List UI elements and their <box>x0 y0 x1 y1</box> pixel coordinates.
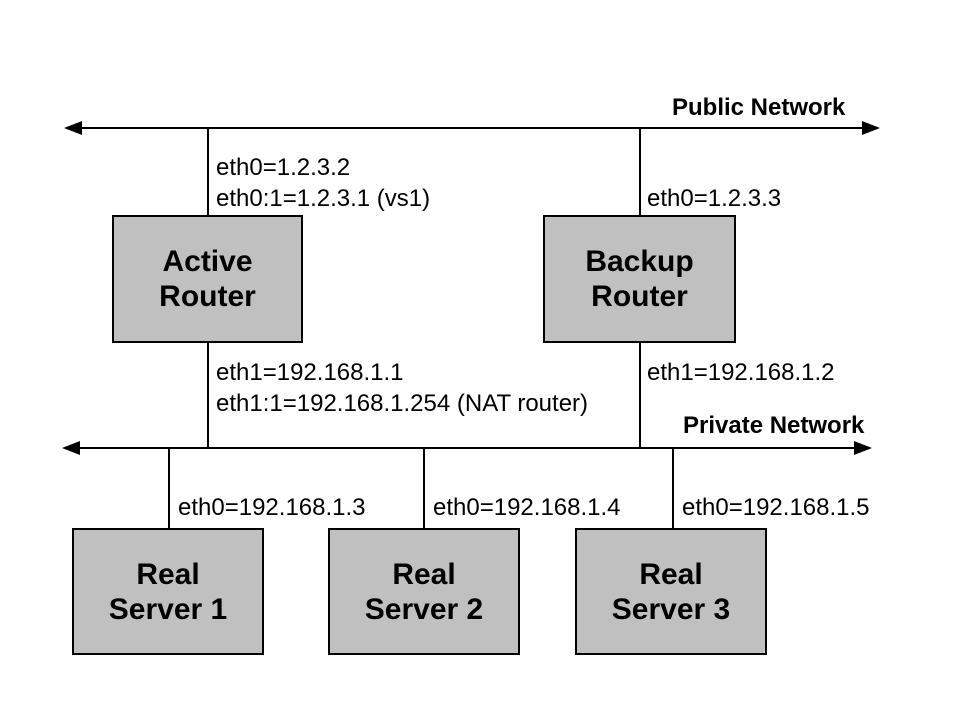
connector-real-server-1 <box>168 448 170 528</box>
arrow-left-icon <box>64 121 82 135</box>
node-real-server-3: Real Server 3 <box>575 528 767 655</box>
public-network-label: Public Network <box>672 94 846 121</box>
arrow-right-icon <box>854 441 872 455</box>
arrow-right-icon <box>862 121 880 135</box>
arrow-left-icon <box>62 441 80 455</box>
label-real-server-2-eth0: eth0=192.168.1.4 <box>433 494 621 521</box>
connector-real-server-3 <box>672 448 674 528</box>
label-active-router-eth0: eth0=1.2.3.2 eth0:1=1.2.3.1 (vs1) <box>216 154 431 212</box>
node-real-server-1-label: Real Server 1 <box>108 557 228 626</box>
label-real-server-3-eth0: eth0=192.168.1.5 <box>682 494 870 521</box>
private-network-line <box>76 447 864 449</box>
node-real-server-2-label: Real Server 2 <box>364 557 484 626</box>
label-active-router-eth1: eth1=192.168.1.1 eth1:1=192.168.1.254 (N… <box>216 359 589 417</box>
label-backup-router-eth1: eth1=192.168.1.2 <box>647 359 835 386</box>
private-network-label: Private Network <box>683 412 865 439</box>
label-real-server-1-eth0: eth0=192.168.1.3 <box>178 494 366 521</box>
node-backup-router: Backup Router <box>543 215 736 343</box>
node-active-router: Active Router <box>112 215 303 343</box>
label-backup-router-eth0: eth0=1.2.3.3 <box>647 185 782 212</box>
node-real-server-2: Real Server 2 <box>328 528 520 655</box>
node-backup-router-label: Backup Router <box>585 245 694 313</box>
node-active-router-label: Active Router <box>159 245 256 313</box>
node-real-server-1: Real Server 1 <box>72 528 264 655</box>
public-network-line <box>78 127 872 129</box>
node-real-server-3-label: Real Server 3 <box>611 557 731 626</box>
connector-real-server-2 <box>423 448 425 528</box>
